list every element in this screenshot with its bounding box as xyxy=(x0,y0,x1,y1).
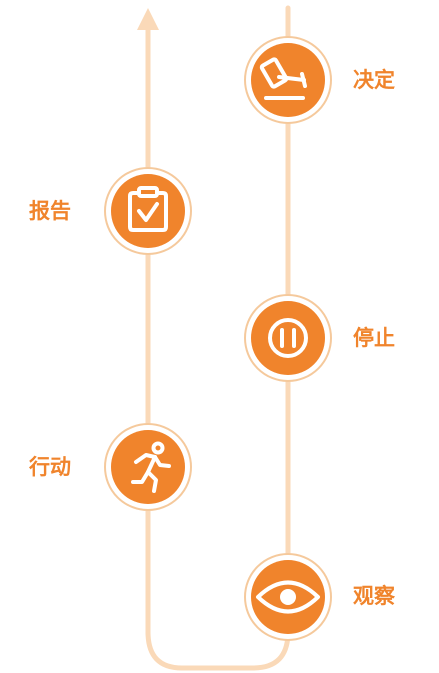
running-person-icon xyxy=(131,441,171,493)
flow-track xyxy=(145,5,291,671)
step-observe xyxy=(244,553,332,641)
flow-arrowhead xyxy=(137,8,159,30)
clipboard-check-icon xyxy=(128,186,168,232)
step-label-observe: 观察 xyxy=(353,584,395,608)
pause-icon xyxy=(268,318,308,358)
step-label-decide: 决定 xyxy=(353,68,395,92)
step-report xyxy=(104,167,192,255)
step-label-act: 行动 xyxy=(29,455,71,479)
eye-icon xyxy=(256,580,320,614)
step-act xyxy=(104,423,192,511)
gavel-icon xyxy=(259,57,307,100)
step-label-stop: 停止 xyxy=(353,326,395,350)
step-label-report: 报告 xyxy=(29,199,71,223)
step-stop xyxy=(244,294,332,382)
step-decide xyxy=(244,36,332,124)
